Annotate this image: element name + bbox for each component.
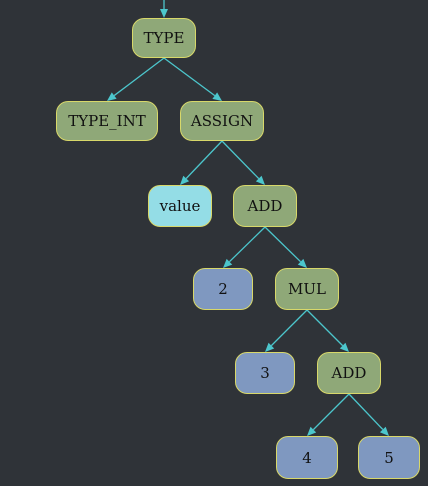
- node-literal-2: 2: [193, 268, 253, 310]
- edge-type-type_int-line: [113, 57, 165, 97]
- right-border: [428, 0, 432, 490]
- edge-mul-add2-arrowhead: [339, 342, 349, 352]
- node-literal-5: 5: [358, 436, 420, 479]
- edge-add2-n5-arrowhead: [379, 426, 389, 436]
- edge-assign-value-arrowhead: [180, 175, 190, 185]
- node-add-inner: ADD: [317, 352, 381, 394]
- edge-assign-add1-arrowhead: [255, 175, 265, 185]
- node-type: TYPE: [132, 18, 196, 58]
- node-value: value: [148, 185, 212, 227]
- edge-add1-n2-line: [228, 226, 266, 263]
- edge-type-type_int-arrowhead: [107, 92, 117, 101]
- node-assign: ASSIGN: [180, 101, 264, 141]
- node-literal-3: 3: [235, 352, 295, 394]
- edge-mul-add2-line: [306, 309, 344, 347]
- edge-assign-add1-line: [221, 140, 260, 180]
- edge-assign-value-line: [185, 140, 223, 179]
- edge-mul-n3-line: [270, 309, 308, 347]
- edge-mul-n3-arrowhead: [265, 342, 275, 352]
- node-add: ADD: [233, 185, 297, 227]
- edge-add1-n2-arrowhead: [223, 258, 233, 268]
- edge-add1-mul-arrowhead: [297, 258, 307, 268]
- edge-add2-n4-arrowhead: [307, 426, 317, 436]
- edge-type-assign-arrowhead: [212, 92, 222, 101]
- node-mul: MUL: [275, 268, 339, 310]
- bottom-border: [0, 486, 432, 490]
- edge-add2-n5-line: [348, 393, 384, 430]
- edge-add2-n4-line: [312, 393, 350, 431]
- edge-add1-mul-line: [264, 226, 302, 263]
- edge-root-in-arrowhead: [160, 9, 168, 18]
- node-type-int: TYPE_INT: [56, 101, 158, 141]
- edge-type-assign-line: [163, 57, 216, 97]
- node-literal-4: 4: [276, 436, 338, 479]
